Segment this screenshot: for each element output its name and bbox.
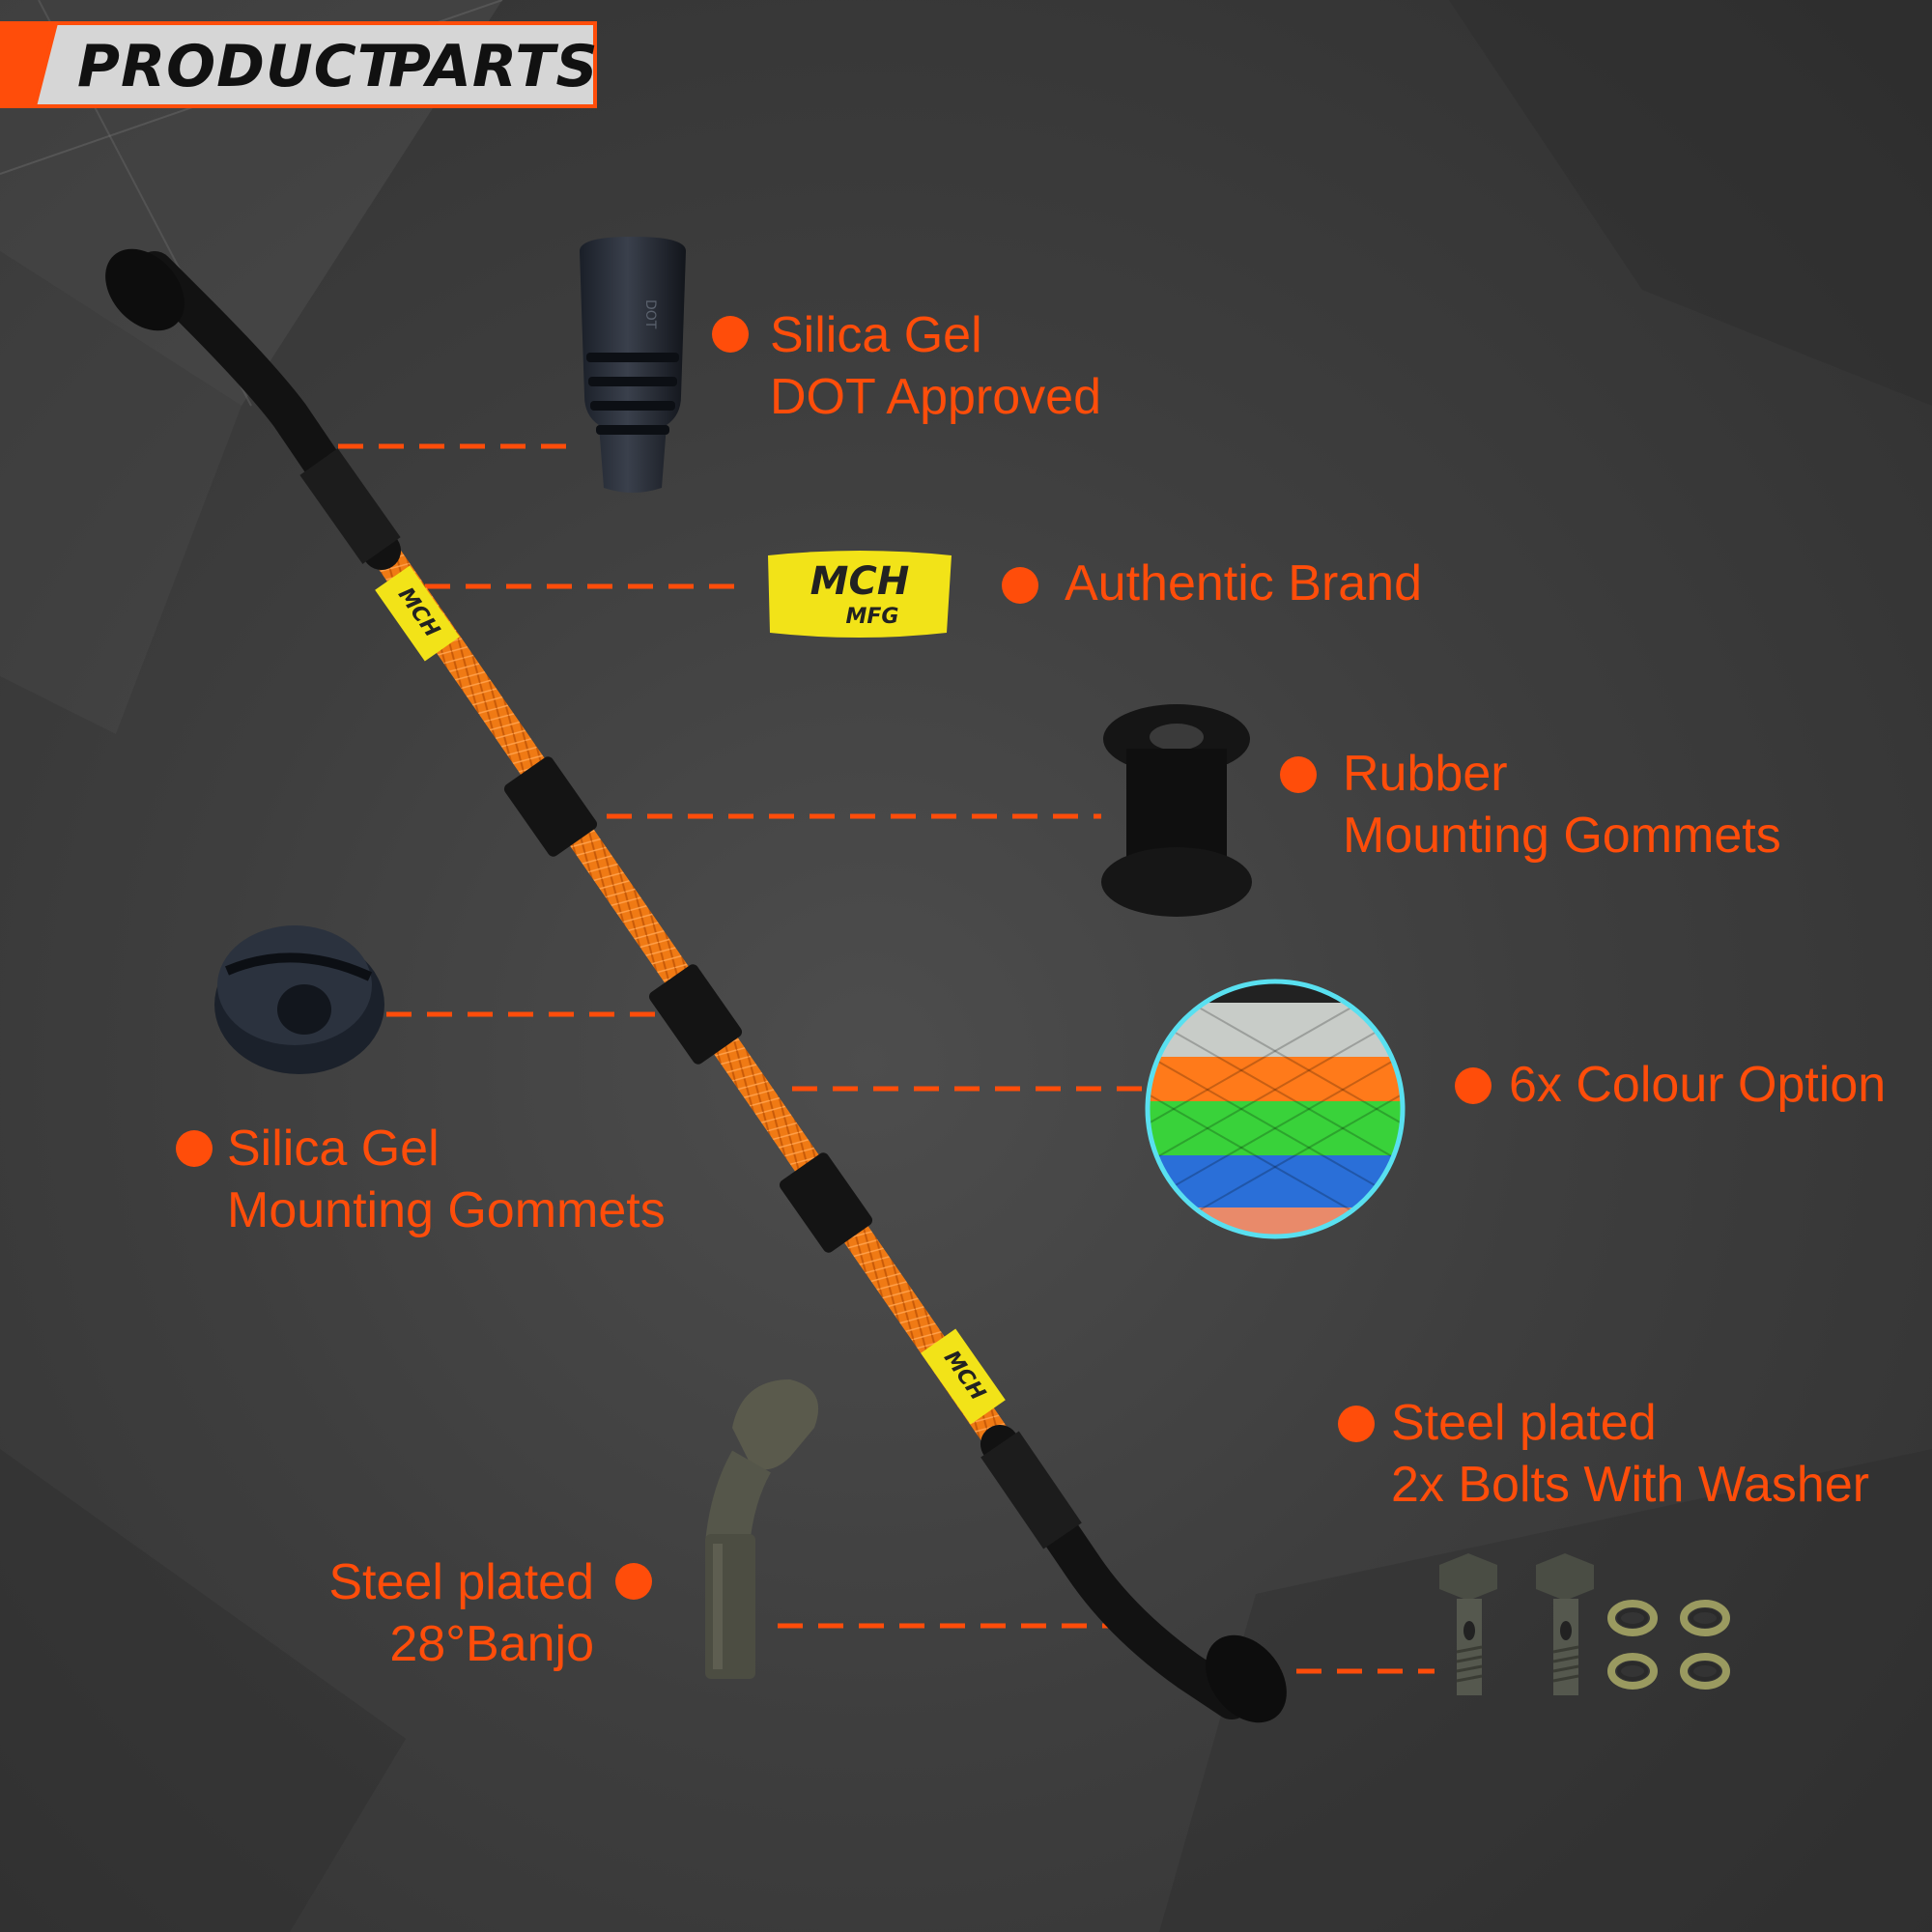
label-line: Mounting Gommets [1343,808,1781,864]
label-line: 6x Colour Option [1509,1057,1887,1113]
label-line: Mounting Gommets [227,1182,666,1238]
hose-grommet-1 [503,756,598,857]
label-line: Silica Gel [770,307,982,363]
bullet-boot [712,316,749,353]
banjo-fitting-image [705,1379,819,1679]
hose-brand-label-1 [375,565,460,662]
label-banjo: Steel plated 28°Banjo [280,1551,594,1675]
label-line: 28°Banjo [389,1616,594,1672]
label-rubber-grommets: Rubber Mounting Gommets [1343,743,1781,867]
label-line: DOT Approved [770,369,1102,425]
label-silica-gel-boot: Silica Gel DOT Approved [770,304,1101,428]
bullet-rubber-grommet [1280,756,1317,793]
header-word-parts: PARTS [388,33,599,100]
label-line: Silica Gel [227,1121,440,1177]
rubber-grommet-image [1101,704,1252,917]
label-line: Steel plated [328,1554,594,1610]
swatch-green [1148,1101,1403,1155]
brand-mfg-text: MFG [846,605,899,629]
label-line: Rubber [1343,746,1508,802]
header-word-product: PRODUCT [77,33,398,100]
silica-gel-boot-image: DOT [580,237,686,493]
bullet-banjo [615,1563,652,1600]
label-line: Steel plated [1391,1395,1657,1451]
svg-text:DOT: DOT [642,299,658,329]
bullet-brand [1002,567,1038,604]
swatch-silver [1148,1003,1403,1057]
label-silica-gel-grommets: Silica Gel Mounting Gommets [227,1118,666,1241]
brand-mch-text: MCH [810,559,910,604]
bolt-2 [1536,1553,1594,1695]
hose-grommet-3 [779,1152,873,1253]
label-authentic-brand: Authentic Brand [1065,553,1422,614]
hose-grommet-2 [648,964,743,1065]
bullet-colour [1455,1067,1492,1104]
label-colour-option: 6x Colour Option [1509,1054,1886,1116]
bullet-bolts [1338,1406,1375,1442]
swatch-orange [1148,1057,1403,1101]
swatch-blue [1148,1155,1403,1208]
hose-brand-label-2 [921,1328,1006,1425]
header-banner [0,21,597,108]
label-bolts-washer: Steel plated 2x Bolts With Washer [1391,1392,1869,1516]
label-line: 2x Bolts With Washer [1391,1457,1870,1513]
brand-sleeve-image: MCH MFG [768,551,952,638]
label-line: Authentic Brand [1065,555,1423,611]
top-banjo-end [105,248,185,331]
bolts-washers-image [1439,1553,1730,1695]
bullet-silica-grommet [176,1130,213,1167]
bolt-1 [1439,1553,1497,1695]
silica-gel-grommet-image [214,925,384,1074]
bottom-banjo-end [1206,1634,1287,1723]
washers [1607,1600,1730,1690]
colour-option-swatch [1145,979,1406,1239]
